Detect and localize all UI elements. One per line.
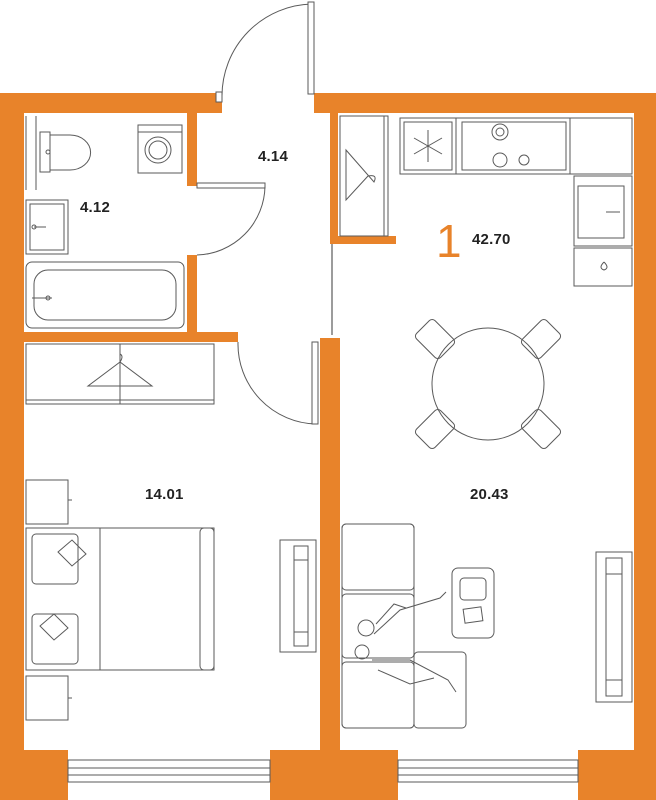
windows [67, 759, 579, 783]
snowflake-icon [403, 121, 453, 171]
bedroom-door [237, 341, 319, 425]
hallway-area: 4.14 [258, 148, 288, 165]
living-area: 20.43 [470, 486, 509, 503]
sink-icon [573, 175, 633, 247]
bathroom-door [196, 182, 266, 256]
coffee-table [451, 567, 495, 639]
walls [0, 93, 656, 800]
tv-icon [595, 551, 633, 703]
bathtub-icon [25, 261, 185, 329]
dishwasher [573, 247, 633, 287]
sink-icon [25, 199, 69, 255]
toilet-icon [39, 131, 92, 173]
tv-icon [279, 539, 317, 653]
hanger-icon [25, 343, 215, 405]
nightstand-bottom [25, 675, 69, 721]
dining-table-icon [414, 318, 562, 450]
bedroom-area: 14.01 [145, 486, 184, 503]
window-right [397, 759, 579, 783]
bathroom-area: 4.12 [80, 199, 110, 216]
bed-icon [25, 527, 215, 671]
sofa-icon [341, 523, 467, 729]
people-icon [354, 591, 457, 693]
entrance-door [215, 1, 315, 103]
total-area: 42.70 [472, 231, 511, 248]
room-count: 1 [436, 215, 462, 267]
kitchen-counter [399, 117, 633, 175]
nightstand-top [25, 479, 69, 525]
washing-machine-icon [137, 124, 183, 174]
closet-hanger-icon [339, 115, 389, 237]
stove-icon [461, 121, 567, 175]
window-left [67, 759, 271, 783]
